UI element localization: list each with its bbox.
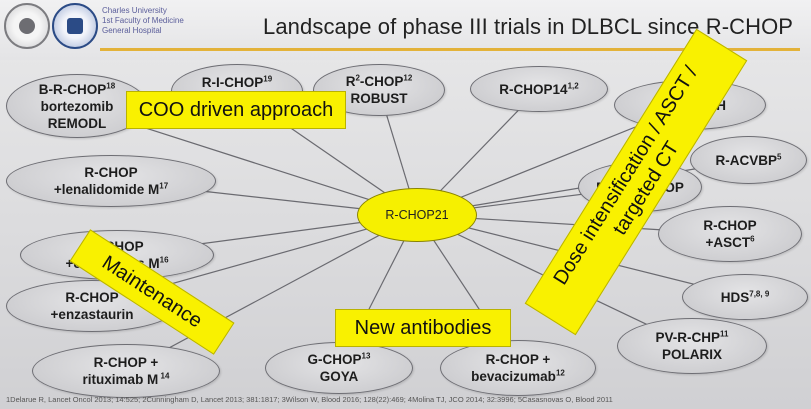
tag-coo-driven: COO driven approach xyxy=(126,91,346,129)
title-underline xyxy=(100,48,800,51)
node-label-line: R-ACVBP5 xyxy=(715,152,782,168)
institution-line: 1st Faculty of Medicine xyxy=(102,16,184,25)
node-label-line: +enzastaurin xyxy=(50,307,134,322)
node-r-chop-asct: R-CHOP+ASCT6 xyxy=(658,206,802,262)
node-label-line: G-CHOP13 xyxy=(307,351,371,367)
node-label-line: R-CHOP xyxy=(65,290,119,305)
node-hds: HDS7,8, 9 xyxy=(682,274,808,320)
node-label-line: R-CHOP xyxy=(84,165,138,180)
tag-new-antibodies: New antibodies xyxy=(335,309,511,347)
node-label-line: R2-CHOP12 xyxy=(345,73,413,89)
node-label-line: R-I-CHOP19 xyxy=(201,74,273,90)
node-label-line: REMODL xyxy=(47,115,107,131)
node-label-line: rituximab M 14 xyxy=(82,371,170,387)
node-label-line: POLARIX xyxy=(661,347,722,362)
node-label-line: B-R-CHOP18 xyxy=(38,81,116,97)
references-footer: 1Delarue R, Lancet Oncol 2013; 14:525; 2… xyxy=(6,395,613,404)
institution-line: General Hospital xyxy=(102,26,162,35)
node-label-line: ROBUST xyxy=(350,91,408,106)
node-r-chop14: R-CHOP141,2 xyxy=(470,66,608,112)
node-label-line: R-CHOP xyxy=(703,218,757,233)
node-label-line: +ASCT6 xyxy=(705,234,755,250)
university-seal-logo xyxy=(4,3,50,49)
node-label-line: R-CHOP + xyxy=(93,355,159,370)
node-label-line: PV-R-CHP11 xyxy=(655,329,729,345)
institution-line: Charles University xyxy=(102,6,167,15)
node-r-chop-lenalidomide: R-CHOP+lenalidomide M17 xyxy=(6,155,216,207)
spoke-line xyxy=(125,214,418,372)
hospital-logo xyxy=(52,3,98,49)
node-r-chop-bevacizumab: R-CHOP +bevacizumab12 xyxy=(440,340,596,396)
node-r-acvbp: R-ACVBP5 xyxy=(690,136,807,184)
node-label-line: +lenalidomide M17 xyxy=(53,181,169,197)
node-label-line: R-CHOP + xyxy=(485,352,551,367)
node-label-line: GOYA xyxy=(319,369,359,384)
node-r-chop-rituximab: R-CHOP +rituximab M 14 xyxy=(32,344,220,398)
node-label-line: bortezomib xyxy=(40,98,114,114)
institution-name: Charles University 1st Faculty of Medici… xyxy=(102,6,184,36)
node-label-line: HDS7,8, 9 xyxy=(720,289,770,305)
node-label-line: bevacizumab12 xyxy=(471,368,565,384)
node-label-line: R-CHOP141,2 xyxy=(499,81,579,97)
hub-r-chop21: R-CHOP21 xyxy=(357,188,477,242)
